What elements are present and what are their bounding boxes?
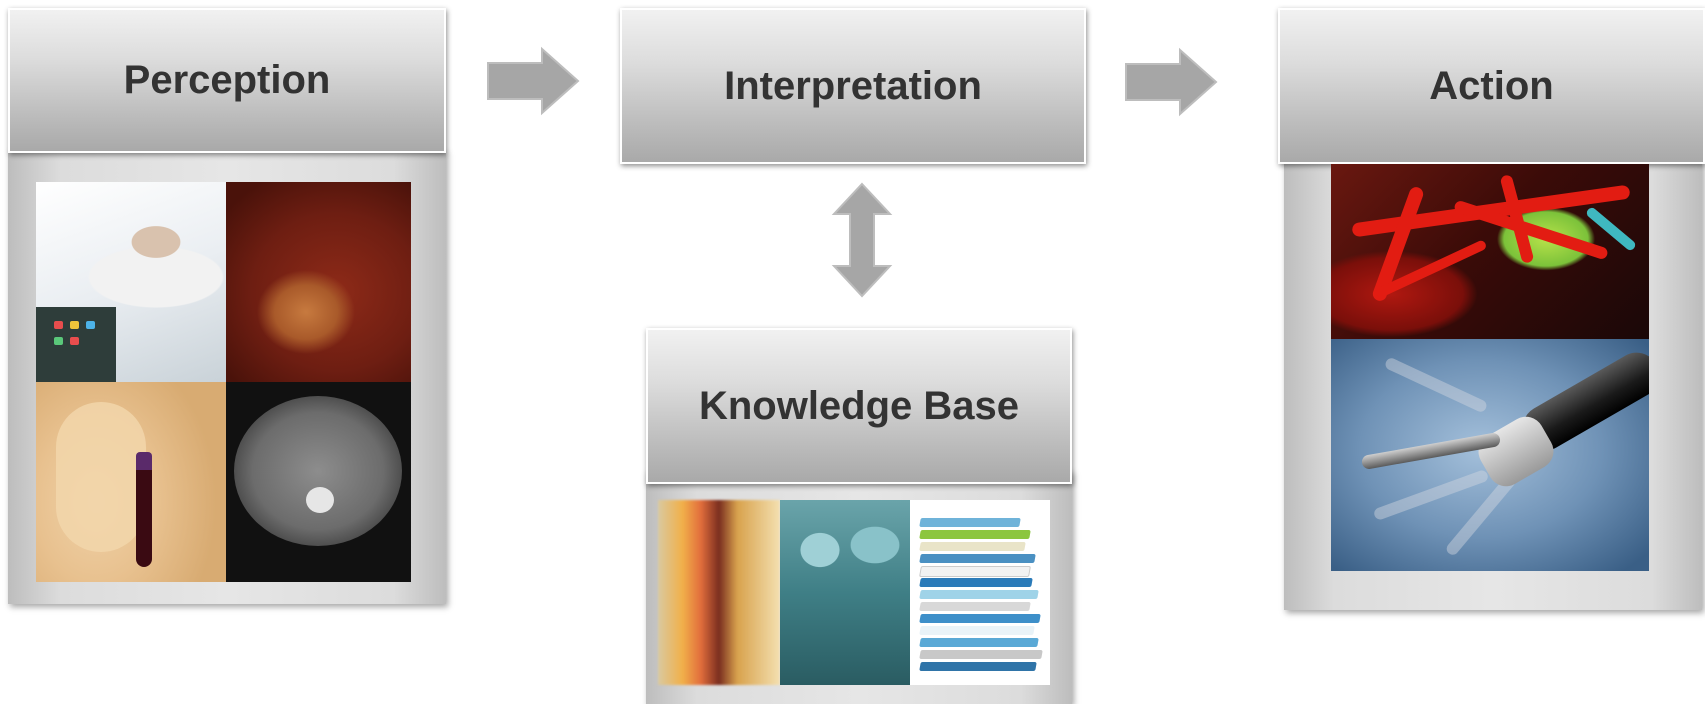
up-down-arrow-icon [831, 182, 893, 298]
library-books-photo [658, 500, 780, 685]
blood-sample-photo [36, 382, 226, 582]
surgeons-photo [780, 500, 930, 685]
knowledge-base-title: Knowledge Base [698, 383, 1020, 428]
action-title: Action [1429, 63, 1554, 108]
blood-vessels-render-image [1331, 164, 1649, 339]
surgical-robot-image [1331, 339, 1649, 571]
interpretation-title: Interpretation [724, 63, 982, 108]
book-stack-photo [910, 500, 1050, 685]
right-arrow-icon [487, 46, 580, 116]
knowledge-base-header: Knowledge Base [646, 328, 1072, 484]
interpretation-header: Interpretation [620, 8, 1086, 164]
mri-scan-image [226, 382, 411, 582]
patient-monitor-photo [36, 182, 226, 382]
liver-specimen-photo [226, 182, 411, 382]
action-header: Action [1278, 8, 1705, 164]
perception-title: Perception [123, 58, 331, 102]
perception-header: Perception [8, 8, 446, 153]
right-arrow-icon [1125, 47, 1218, 117]
